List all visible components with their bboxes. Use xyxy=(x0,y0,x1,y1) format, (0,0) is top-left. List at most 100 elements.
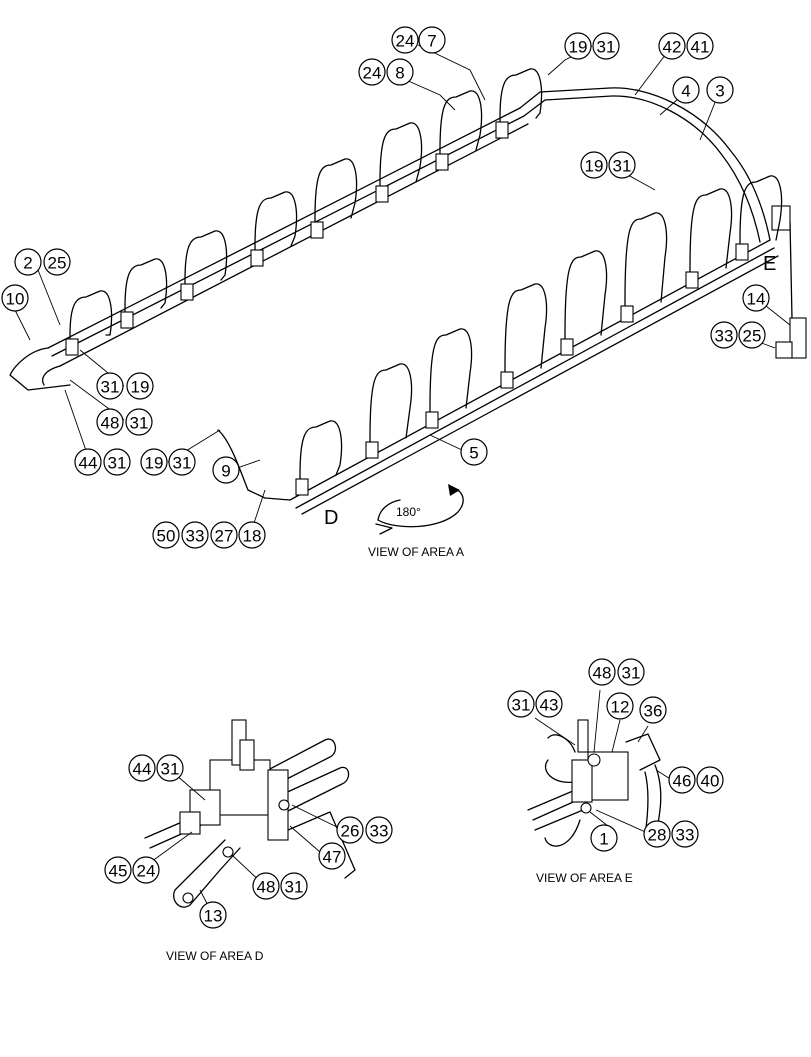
callout-9: 9 xyxy=(212,456,240,484)
callout-19: 19 xyxy=(126,372,154,400)
callout-41: 41 xyxy=(686,32,714,60)
view-label-d: VIEW OF AREA D xyxy=(166,949,264,963)
injector-clamp xyxy=(250,249,264,267)
callout-number: 43 xyxy=(540,696,559,715)
callout-3: 3 xyxy=(706,76,734,104)
callout-24: 24 xyxy=(132,856,160,884)
callout-27: 27 xyxy=(210,521,238,549)
nut xyxy=(179,811,201,835)
callout-28: 28 xyxy=(643,820,671,848)
callout-14: 14 xyxy=(742,284,770,312)
fuel-line-assembly-view-a xyxy=(9,68,807,515)
injector-line xyxy=(299,420,343,486)
injector-line xyxy=(439,90,483,161)
callout-number: 33 xyxy=(186,527,205,546)
callout-number: 25 xyxy=(48,254,67,273)
injector-clamp xyxy=(735,243,749,261)
callout-number: 28 xyxy=(648,826,667,845)
callout-33: 33 xyxy=(710,321,738,349)
callout-31: 31 xyxy=(96,372,124,400)
callout-5: 5 xyxy=(460,438,488,466)
callout-50: 50 xyxy=(152,521,180,549)
callout-31: 31 xyxy=(103,448,131,476)
callout-24: 24 xyxy=(391,26,419,54)
callout-40: 40 xyxy=(696,766,724,794)
upper-rail-tube xyxy=(47,107,521,349)
callout-19: 19 xyxy=(580,151,608,179)
callout-number: 47 xyxy=(323,848,342,867)
side-tube xyxy=(777,213,799,327)
callout-42: 42 xyxy=(658,32,686,60)
callout-4: 4 xyxy=(672,76,700,104)
injector-clamp xyxy=(685,271,699,289)
callout-number: 5 xyxy=(469,444,478,463)
callout-12: 12 xyxy=(606,692,634,720)
injector-clamp xyxy=(180,283,194,301)
injector-clamp xyxy=(120,311,134,329)
upper-fitting xyxy=(239,739,255,771)
injector-clamp xyxy=(310,221,324,239)
injector-line xyxy=(369,363,413,449)
injector-clamp xyxy=(495,121,509,139)
callout-number: 19 xyxy=(145,454,164,473)
injector-clamp xyxy=(500,371,514,389)
callout-number: 18 xyxy=(243,527,262,546)
callout-47: 47 xyxy=(318,842,346,870)
callout-18: 18 xyxy=(238,521,266,549)
callout-43: 43 xyxy=(535,690,563,718)
callout-number: 26 xyxy=(341,822,360,841)
callout-number: 31 xyxy=(161,760,180,779)
callout-number: 7 xyxy=(427,32,436,51)
injector-line xyxy=(499,68,543,129)
inlet-tube xyxy=(42,365,61,386)
valve-fitting xyxy=(775,341,793,359)
callout-7: 7 xyxy=(418,26,446,54)
callout-number: 24 xyxy=(396,32,415,51)
callout-number: 12 xyxy=(611,698,630,717)
callout-number: 41 xyxy=(691,38,710,57)
callout-44: 44 xyxy=(74,448,102,476)
callout-number: 31 xyxy=(285,878,304,897)
callout-number: 4 xyxy=(681,82,690,101)
injector-line xyxy=(69,290,113,346)
callout-number: 1 xyxy=(599,830,608,849)
injector-line xyxy=(314,158,358,229)
callout-number: 31 xyxy=(108,454,127,473)
callout-number: 46 xyxy=(673,772,692,791)
callout-26: 26 xyxy=(336,816,364,844)
injector-clamp xyxy=(620,305,634,323)
bolt xyxy=(222,846,234,858)
bolt xyxy=(278,799,290,811)
callout-number: 48 xyxy=(593,664,612,683)
callout-number: 25 xyxy=(743,327,762,346)
callout-number: 33 xyxy=(715,327,734,346)
bracket-13 xyxy=(173,839,241,908)
callout-31: 31 xyxy=(125,408,153,436)
injector-line xyxy=(184,230,228,291)
view-label-e: VIEW OF AREA E xyxy=(536,871,633,885)
callout-number: 31 xyxy=(173,454,192,473)
view-label-a: VIEW OF AREA A xyxy=(368,545,464,559)
callout-number: 33 xyxy=(676,826,695,845)
callout-31: 31 xyxy=(608,151,636,179)
callout-number: 27 xyxy=(215,527,234,546)
callout-31: 31 xyxy=(507,690,535,718)
callout-number: 24 xyxy=(363,64,382,83)
callout-31: 31 xyxy=(156,754,184,782)
view-d-assembly xyxy=(144,719,356,908)
callout-number: 9 xyxy=(221,462,230,481)
callout-36: 36 xyxy=(639,696,667,724)
leader-lines-view-e xyxy=(534,689,673,835)
injector-line xyxy=(379,122,423,193)
crossover-tube xyxy=(523,95,761,243)
callout-33: 33 xyxy=(365,816,393,844)
callout-46: 46 xyxy=(668,766,696,794)
injector-clamp xyxy=(295,478,309,496)
callout-33: 33 xyxy=(671,820,699,848)
view-e-assembly xyxy=(527,719,662,847)
rotation-arrow xyxy=(375,484,464,535)
injector-line xyxy=(564,250,608,346)
callout-number: 50 xyxy=(157,527,176,546)
injector-clamp xyxy=(65,338,79,356)
